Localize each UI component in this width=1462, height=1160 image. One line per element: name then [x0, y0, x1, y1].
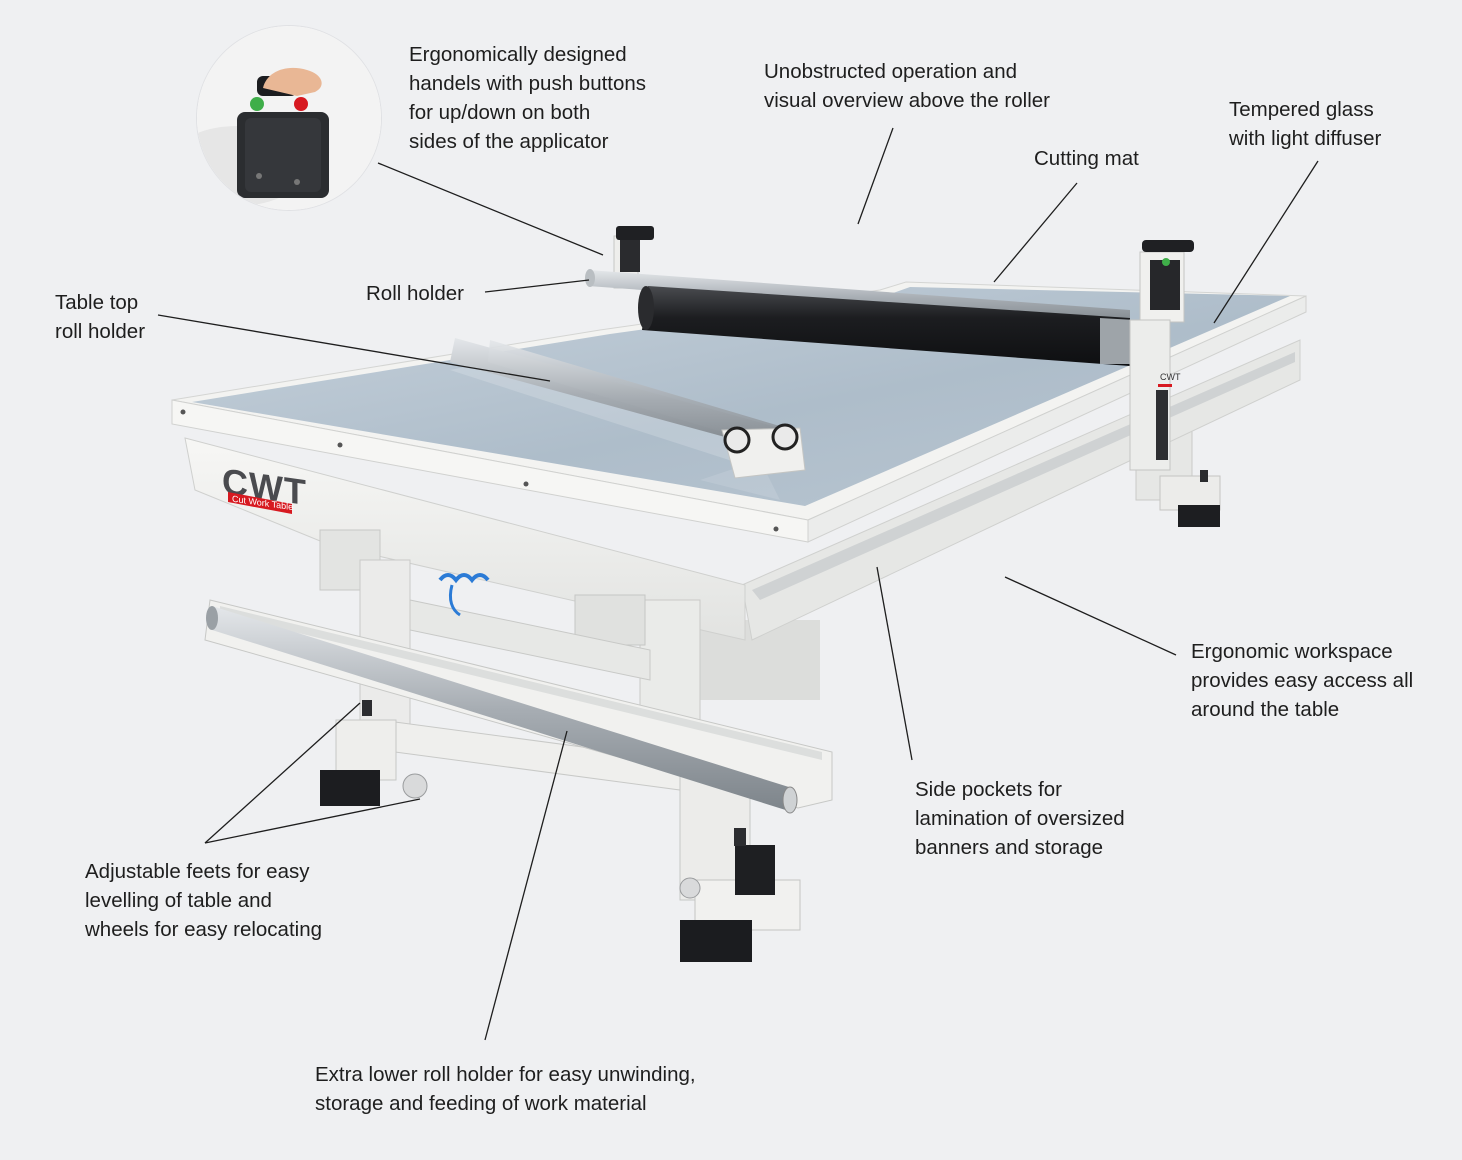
- handle-detail-inset: [197, 26, 381, 210]
- callout-roll-holder: Roll holder: [366, 282, 464, 305]
- leader-lower-roll: [484, 730, 568, 1041]
- callout-unobstructed: Unobstructed operation and visual overvi…: [764, 60, 1050, 112]
- leader-feet-b: [204, 798, 421, 844]
- callout-table-top-roll-holder: Table top roll holder: [55, 291, 146, 343]
- leader-handles: [377, 162, 604, 256]
- callout-ergonomic-workspace: Ergonomic workspace provides easy access…: [1191, 640, 1414, 721]
- leader-roll-holder: [484, 279, 590, 293]
- callout-adjustable-feet: Adjustable feets for easy levelling of t…: [85, 860, 323, 941]
- callout-lower-roll-holder: Extra lower roll holder for easy unwindi…: [315, 1063, 696, 1115]
- leader-tempered-glass: [1213, 160, 1319, 324]
- svg-text:CWT: CWT: [1160, 372, 1181, 382]
- leader-side-pockets: [876, 566, 913, 761]
- lower-roll: [206, 606, 798, 814]
- leader-feet-a: [204, 702, 361, 844]
- table-top: [171, 281, 1307, 641]
- callout-cutting-mat: Cutting mat: [1034, 147, 1139, 170]
- callout-tempered-glass: Tempered glass with light diffuser: [1229, 98, 1382, 150]
- leader-lines: [157, 127, 1319, 1041]
- leader-table-top-roll: [157, 314, 551, 382]
- applicator: CWT: [585, 226, 1194, 471]
- leader-unobstructed: [857, 127, 894, 225]
- handle-detail-illustration: [197, 26, 381, 210]
- table-top-rolls: [450, 338, 806, 479]
- leader-workspace: [1004, 576, 1177, 656]
- callout-handles: Ergonomically designed handels with push…: [409, 43, 647, 153]
- callout-side-pockets: Side pockets for lamination of oversized…: [915, 778, 1125, 859]
- leader-cutting-mat: [993, 182, 1078, 283]
